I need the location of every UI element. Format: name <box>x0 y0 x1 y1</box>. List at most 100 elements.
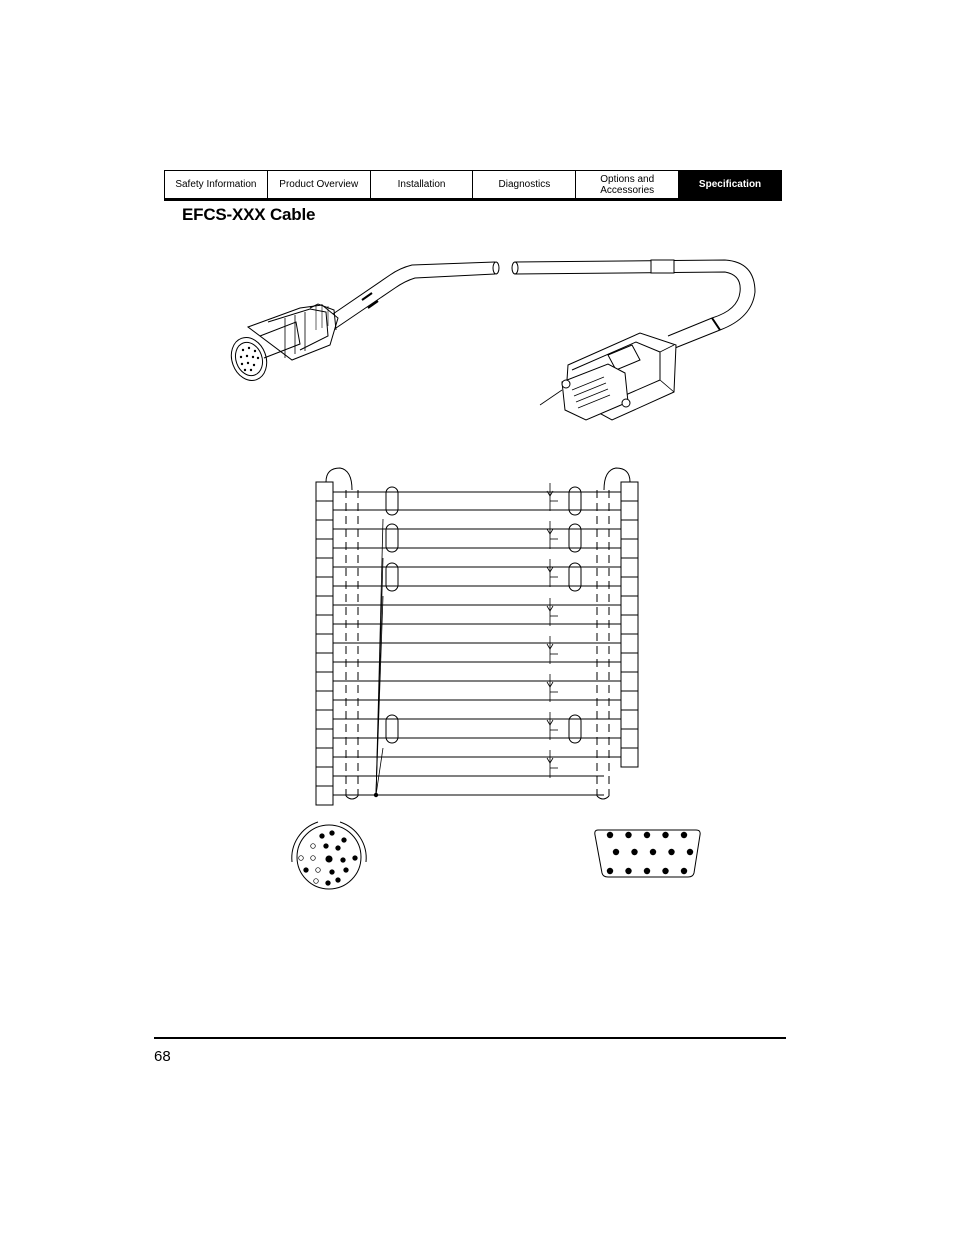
page-number: 68 <box>154 1048 171 1065</box>
connector-pin <box>303 867 309 873</box>
jacket-end <box>345 795 359 800</box>
dsub-pin <box>686 848 694 856</box>
twisted-pair <box>568 486 582 516</box>
dsub-pin <box>668 848 675 856</box>
tab-diagnostics[interactable]: Diagnostics <box>473 171 577 198</box>
twisted-pair <box>385 714 399 744</box>
dsub-pinout-icon <box>594 829 701 878</box>
connector-pin <box>310 843 316 849</box>
left-terminal <box>315 728 334 749</box>
signal-arrow <box>546 643 554 650</box>
connector-pin <box>352 855 358 861</box>
left-terminal <box>315 595 334 616</box>
dsub-pin <box>606 867 614 875</box>
circular-pinout-icon <box>291 821 367 890</box>
left-terminal <box>315 481 334 502</box>
signal-arrow <box>546 605 554 612</box>
left-shield-loop <box>325 467 353 491</box>
connector-pin <box>323 843 329 849</box>
tab-options-and-accessories[interactable]: Options and Accessories <box>576 171 680 198</box>
twisted-pair <box>385 486 399 516</box>
left-terminal <box>315 747 334 768</box>
left-terminal <box>315 576 334 597</box>
dsub-pin <box>612 848 620 856</box>
connector-pin <box>329 830 335 836</box>
twisted-pair <box>385 562 399 592</box>
right-terminal <box>620 500 639 521</box>
wiring-diagram <box>315 467 639 806</box>
right-terminal <box>620 595 639 616</box>
right-terminal <box>620 576 639 597</box>
connector-pin <box>340 857 346 863</box>
dsub-pin <box>662 831 669 839</box>
right-terminal <box>620 481 639 502</box>
connector-pin <box>298 855 304 861</box>
twisted-pair <box>568 714 582 744</box>
footer-rule <box>154 1037 786 1039</box>
dsub-pin <box>649 848 657 856</box>
right-terminal <box>620 557 639 578</box>
dsub-pin <box>643 831 651 839</box>
signal-arrow <box>546 681 554 688</box>
dsub-pin <box>606 831 614 839</box>
tab-specification[interactable]: Specification <box>679 171 781 198</box>
left-terminal <box>315 500 334 521</box>
tab-installation[interactable]: Installation <box>371 171 474 198</box>
twisted-pair <box>568 523 582 553</box>
ground-junction <box>373 792 379 798</box>
signal-arrow <box>546 719 554 726</box>
tab-safety-information[interactable]: Safety Information <box>165 171 268 198</box>
connector-pin <box>319 833 325 839</box>
twisted-pair <box>568 562 582 592</box>
dsub-pin <box>662 867 669 875</box>
dsub-connector-icon <box>539 332 677 421</box>
right-terminal <box>620 538 639 559</box>
right-terminal <box>620 709 639 730</box>
signal-arrow <box>546 528 554 535</box>
left-terminal <box>315 690 334 711</box>
jacket-end <box>596 795 610 800</box>
right-shield-loop <box>603 467 631 491</box>
cable-illustration <box>230 259 756 421</box>
drain-wire <box>375 595 384 796</box>
drain-wire <box>375 747 384 796</box>
left-terminal <box>315 766 334 787</box>
dsub-pin <box>631 848 638 856</box>
dsub-pin <box>625 867 632 875</box>
left-terminal <box>315 614 334 635</box>
connector-pin <box>325 855 333 863</box>
connector-pin <box>343 867 349 873</box>
connector-pin <box>335 877 341 883</box>
right-terminal <box>620 652 639 673</box>
connector-pin <box>329 869 335 875</box>
connector-pin <box>341 837 347 843</box>
right-terminal <box>620 519 639 540</box>
left-terminal <box>315 709 334 730</box>
right-terminal <box>620 728 639 749</box>
dsub-pin <box>680 831 688 839</box>
left-terminal <box>315 538 334 559</box>
right-terminal <box>620 690 639 711</box>
page-title: EFCS-XXX Cable <box>182 205 316 224</box>
right-terminal <box>620 671 639 692</box>
left-terminal <box>315 519 334 540</box>
right-terminal <box>620 747 639 768</box>
signal-arrow <box>546 490 554 497</box>
left-terminal <box>315 785 334 806</box>
connector-pin <box>325 880 331 886</box>
right-terminal <box>620 633 639 654</box>
tab-product-overview[interactable]: Product Overview <box>268 171 371 198</box>
dsub-pin <box>625 831 632 839</box>
connector-pin <box>335 845 341 851</box>
dsub-pin <box>680 867 688 875</box>
twisted-pair <box>385 523 399 553</box>
dsub-pin <box>643 867 651 875</box>
circular-connector-icon <box>230 303 339 381</box>
left-terminal <box>315 652 334 673</box>
right-terminal <box>620 614 639 635</box>
signal-arrow <box>546 757 554 764</box>
left-terminal <box>315 671 334 692</box>
left-terminal <box>315 557 334 578</box>
connector-pin <box>315 867 321 873</box>
